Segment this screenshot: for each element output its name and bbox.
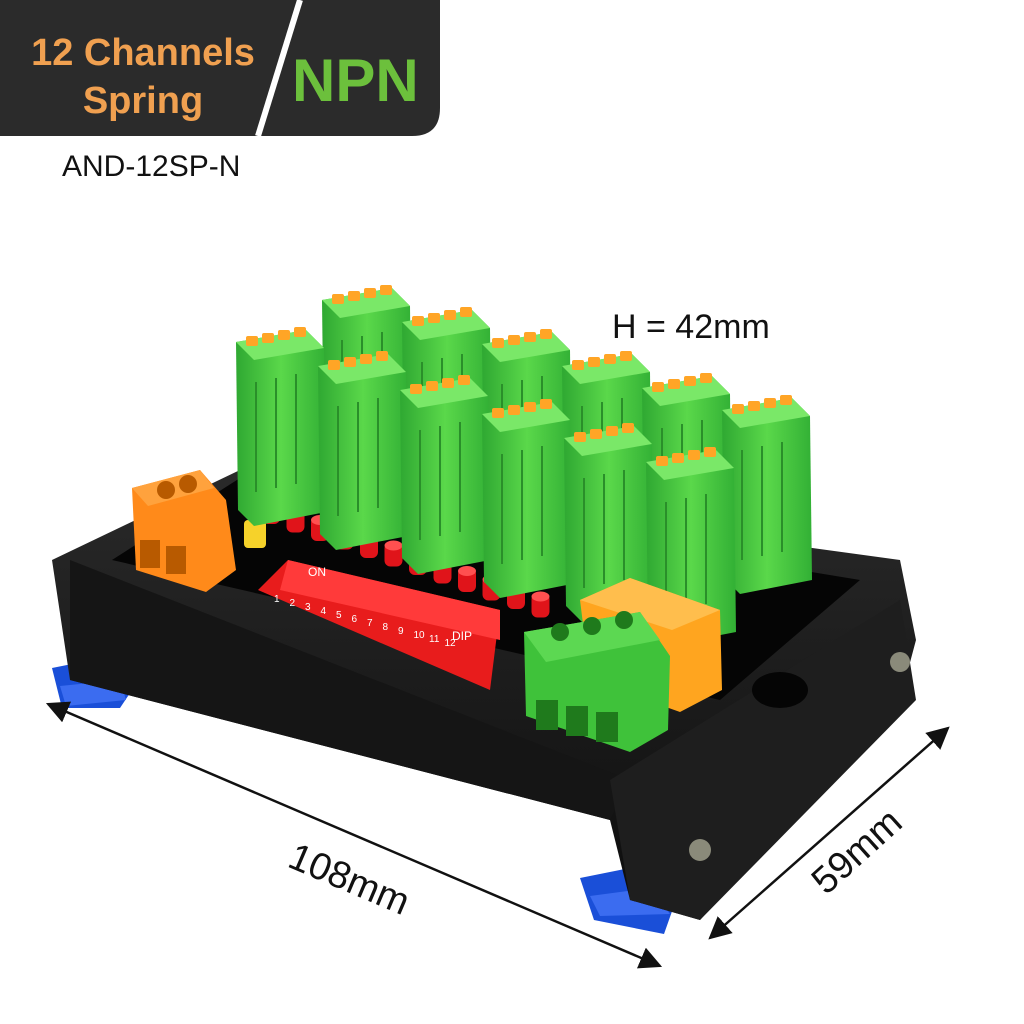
- banner-spring-label: Spring: [82, 80, 204, 122]
- dip-number: 3: [305, 602, 311, 613]
- height-label: H = 42mm: [612, 308, 770, 346]
- led-6: [384, 540, 403, 567]
- model-number: AND-12SP-N: [62, 150, 241, 183]
- dip-number: 4: [321, 606, 327, 617]
- dip-number: 2: [290, 598, 296, 609]
- length-label: 108mm: [282, 836, 415, 924]
- dip-number: 12: [445, 638, 457, 649]
- dip-number: 11: [429, 634, 440, 645]
- spring-terminal-blocks: [236, 285, 812, 646]
- banner-channels-label: 12 Channels: [31, 32, 255, 74]
- dip-number: 8: [383, 622, 389, 633]
- spring-terminal: [318, 351, 408, 550]
- banner-background: [0, 0, 440, 137]
- dip-number: 10: [414, 630, 426, 641]
- width-dimension-line: [708, 726, 950, 940]
- power-led: [244, 520, 266, 548]
- led-9: [458, 566, 476, 592]
- dip-label-dip: DIP: [452, 629, 472, 643]
- spring-terminal: [236, 327, 326, 526]
- spring-terminal: [482, 399, 572, 598]
- led-12: [531, 591, 550, 618]
- dip-number: 5: [336, 610, 342, 621]
- product-banner: 12 Channels Spring NPN: [0, 0, 440, 136]
- dip-number: 7: [367, 618, 373, 629]
- power-terminal: [132, 470, 236, 592]
- banner-npn-label: NPN: [292, 47, 419, 114]
- spring-terminal: [564, 423, 654, 622]
- dip-label-on: ON: [308, 565, 326, 579]
- width-label: 59mm: [804, 801, 911, 903]
- spring-terminal: [400, 375, 490, 574]
- dip-number: 9: [398, 626, 404, 637]
- length-dimension-line: [45, 701, 663, 969]
- dip-number: 6: [352, 614, 358, 625]
- spring-terminal: [722, 395, 812, 594]
- dip-number: 1: [274, 594, 280, 605]
